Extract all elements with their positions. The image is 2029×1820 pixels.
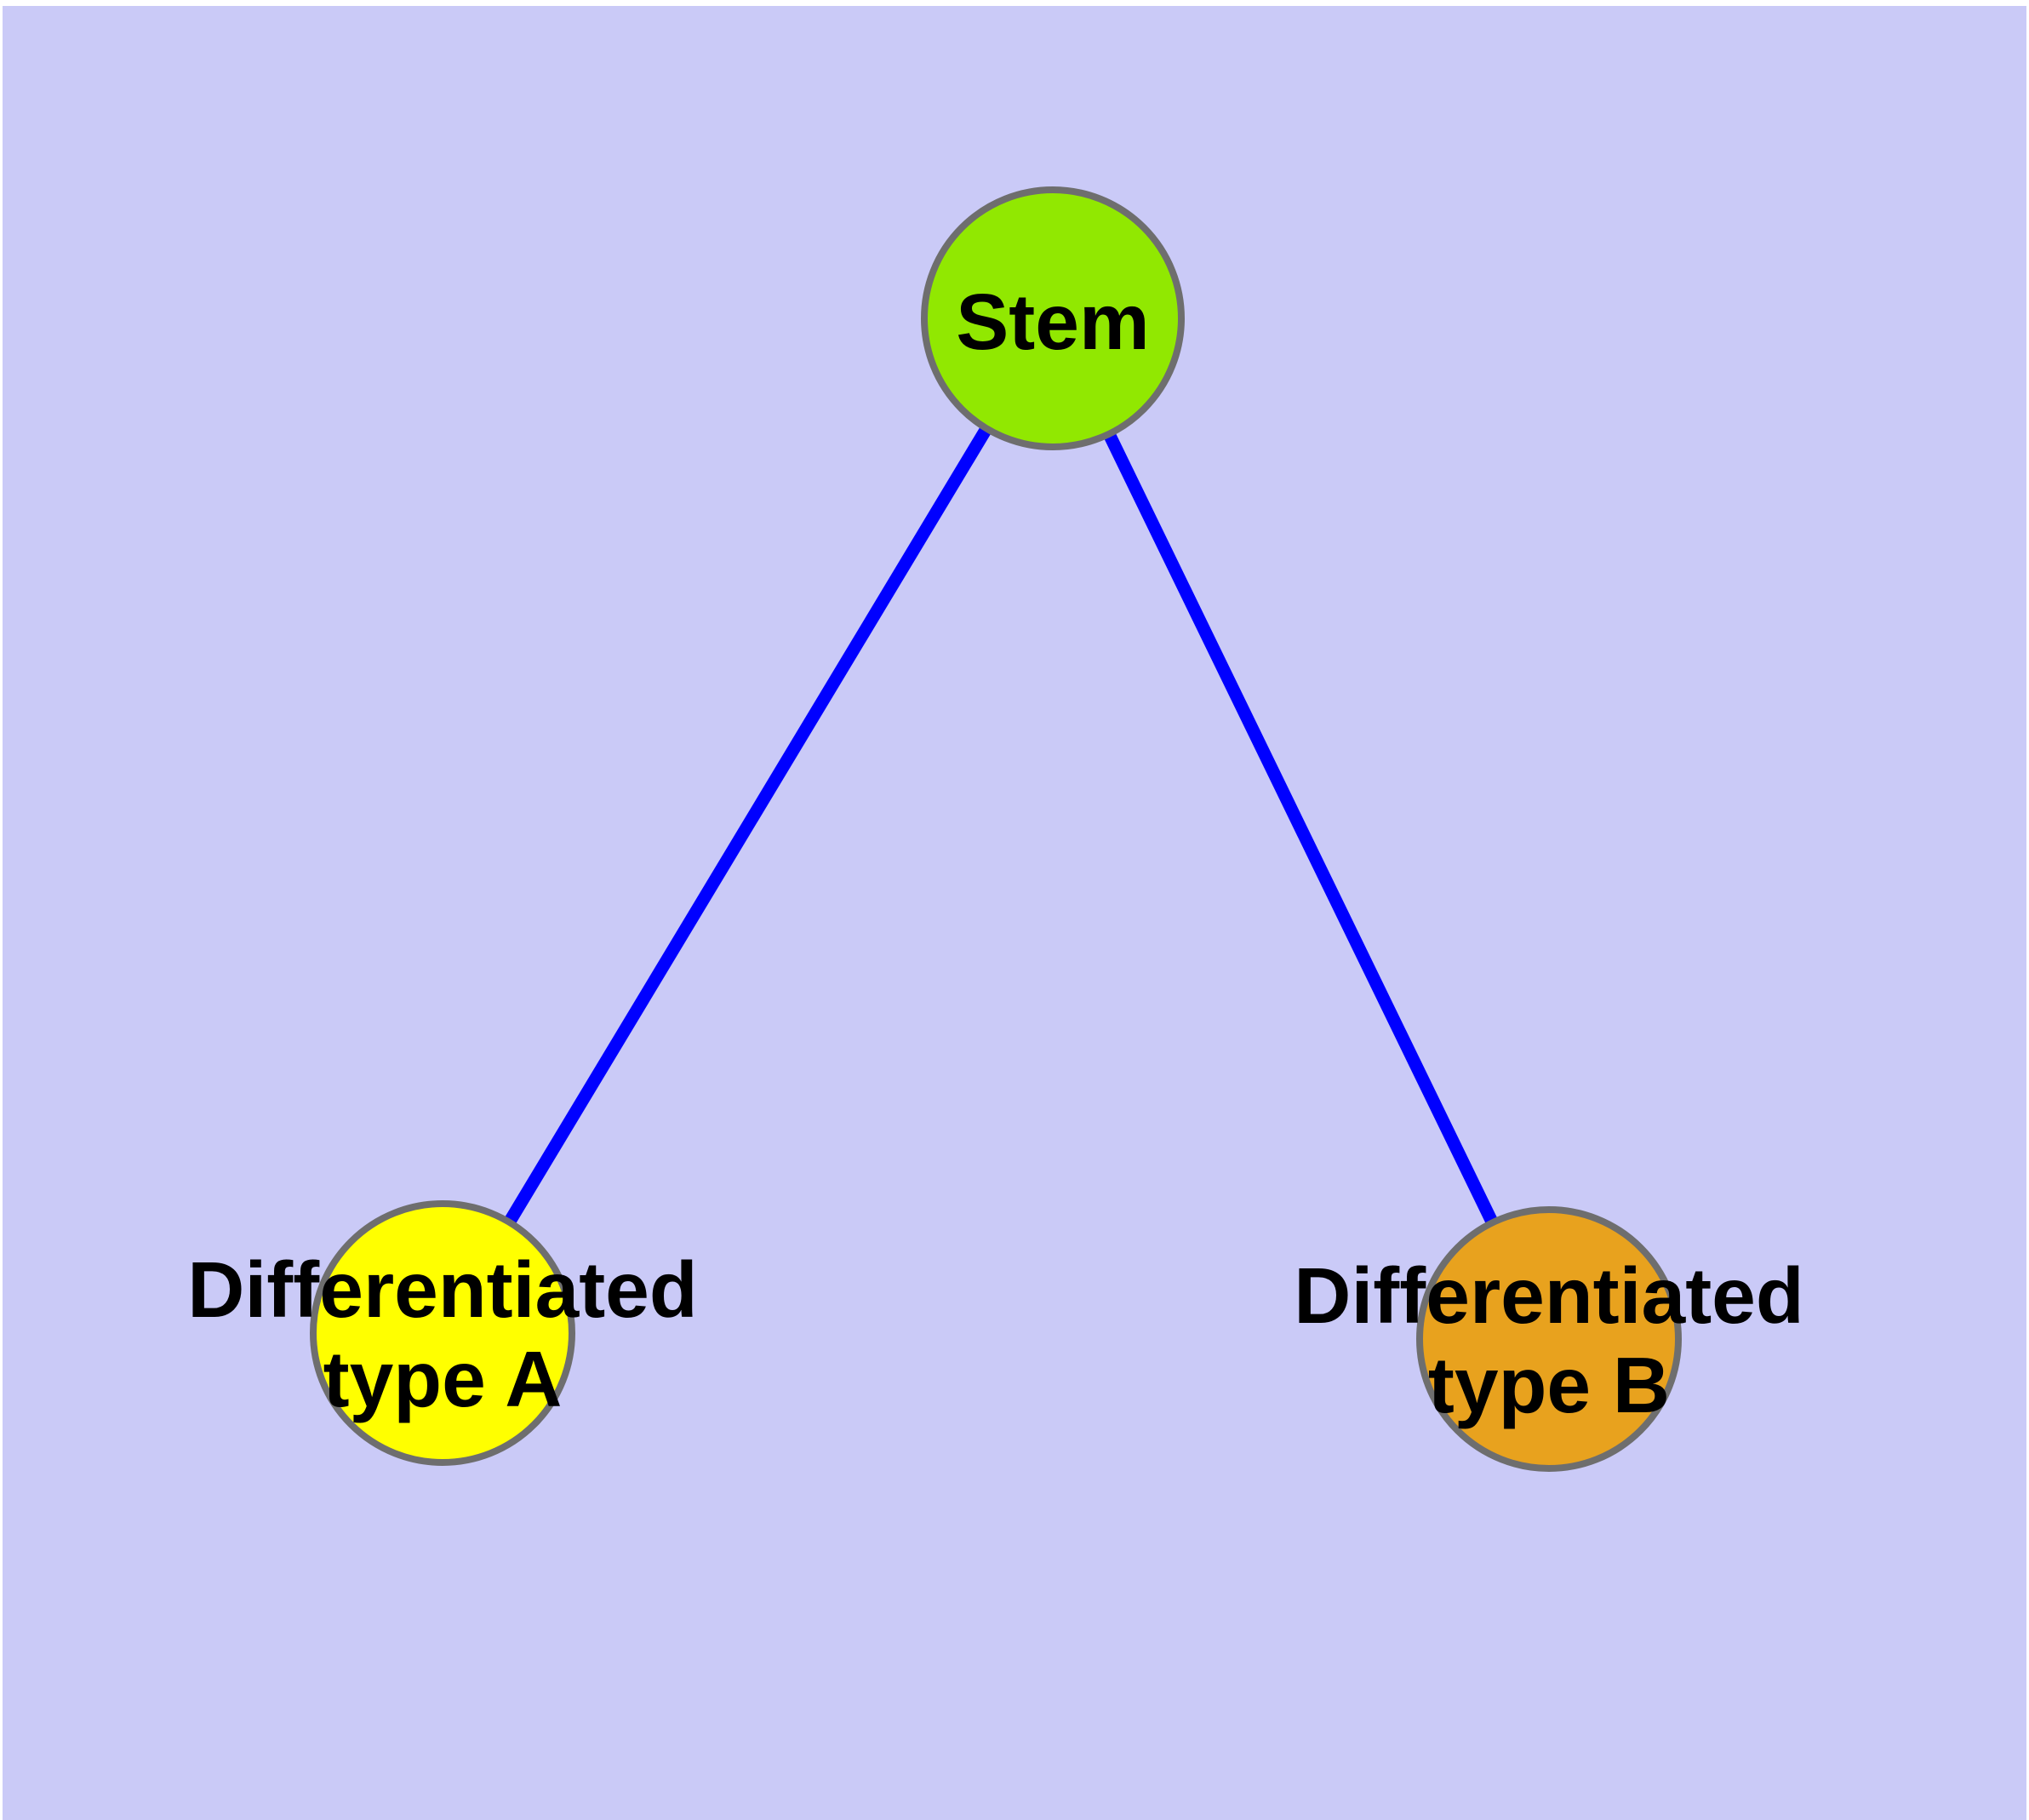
node-type-a-label-line-2: type A — [323, 1335, 563, 1423]
node-differentiated-type-b — [1416, 1206, 1682, 1472]
edge-stem-to-type-b — [1047, 315, 1555, 1342]
node-type-b-label-line-1: Differentiated — [1294, 1251, 1803, 1340]
edge-stem-to-type-a — [437, 315, 1059, 1336]
node-type-a-label-line-1: Differentiated — [187, 1245, 697, 1334]
node-differentiated-type-a — [310, 1200, 575, 1466]
node-stem — [921, 186, 1185, 450]
node-type-b-label-line-2: type B — [1428, 1341, 1670, 1429]
node-stem-label: Stem — [956, 278, 1149, 366]
